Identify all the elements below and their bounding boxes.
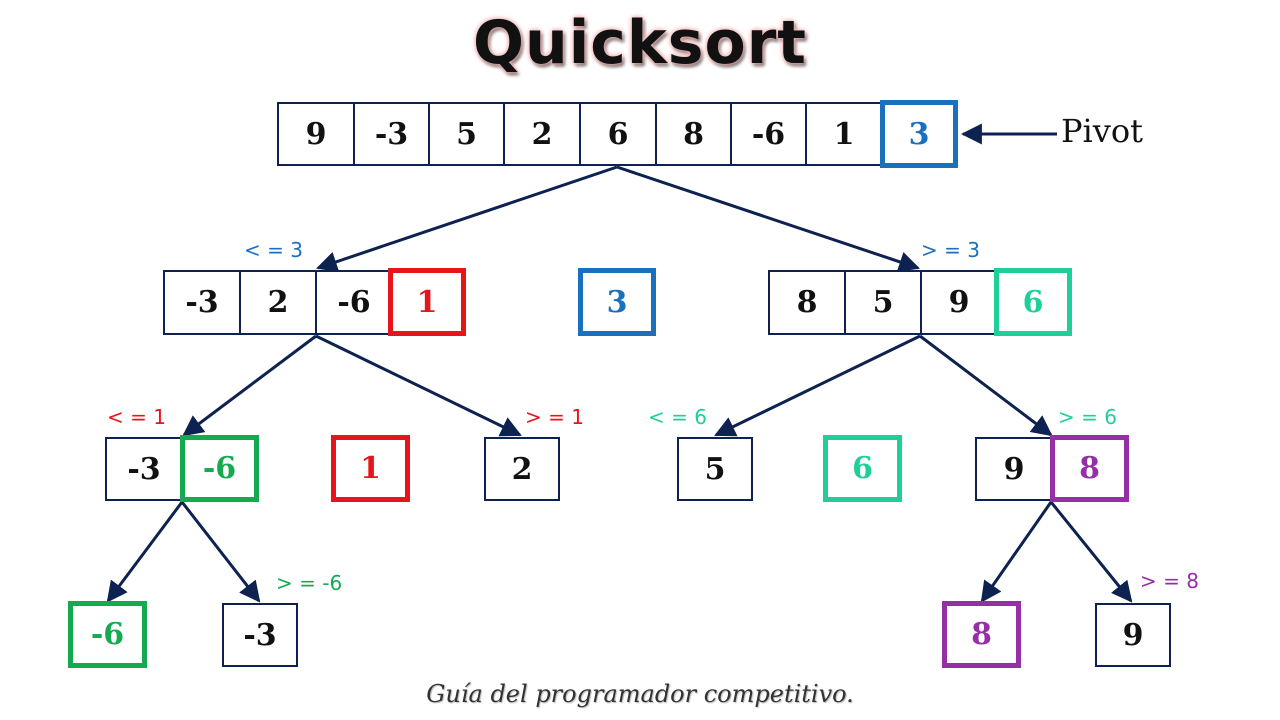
arrow-right-right (919, 334, 1053, 437)
l3-c-node-8: 8 (942, 601, 1021, 668)
root-cell-0: 9 (277, 102, 355, 166)
arrow-right-left (714, 334, 921, 437)
condition-ge-8: > = 8 (1140, 569, 1199, 593)
l1-left-cell-1: 2 (239, 270, 317, 335)
condition-le-1: < = 1 (107, 405, 166, 429)
l2-f-cell-0: 9 (975, 437, 1053, 501)
root-cell-4: 6 (579, 102, 657, 166)
condition-le-6: < = 6 (648, 405, 707, 429)
condition-ge-neg6: > = -6 (276, 571, 343, 595)
diagram-title: Quicksort (473, 8, 807, 78)
l1-right-cell-0: 8 (768, 270, 846, 335)
root-cell-7: 1 (805, 102, 883, 166)
root-cell-2: 5 (428, 102, 505, 166)
condition-ge-3: > = 3 (921, 238, 980, 262)
footer-credit: Guía del programador competitivo. (426, 680, 854, 708)
arrow-left-left (182, 334, 317, 437)
condition-le-3: < = 3 (244, 238, 303, 262)
root-pivot-cell: 3 (880, 100, 958, 168)
l1-right-cell-1: 5 (844, 270, 922, 335)
arrow-f-right (1049, 501, 1133, 603)
arrow-a-left (106, 501, 184, 603)
l2-d-node-5: 5 (677, 437, 753, 501)
l2-c-node-2: 2 (484, 437, 560, 501)
condition-ge-1: > = 1 (525, 405, 584, 429)
condition-ge-6: > = 6 (1058, 405, 1117, 429)
arrow-a-right (180, 501, 261, 603)
root-cell-1: -3 (353, 102, 430, 166)
l2-e-node-6: 6 (823, 435, 902, 502)
l2-a-pivot-cell: -6 (180, 435, 259, 502)
l1-left-cell-0: -3 (163, 270, 241, 335)
l1-right-pivot-cell: 6 (994, 268, 1072, 336)
arrow-left-right (315, 334, 522, 437)
l2-b-node-1: 1 (331, 435, 410, 502)
arrow-root-left (316, 165, 618, 272)
l1-left-pivot-cell: 1 (388, 268, 466, 336)
arrow-root-right (616, 165, 920, 272)
l1-left-cell-2: -6 (315, 270, 393, 335)
l3-d-node-9: 9 (1095, 603, 1171, 667)
l3-b-node-neg3: -3 (222, 603, 298, 667)
pivot-label: Pivot (1061, 112, 1143, 150)
root-cell-6: -6 (730, 102, 807, 166)
l3-a-node-neg6: -6 (68, 601, 147, 668)
root-cell-3: 2 (503, 102, 581, 166)
l1-pivot-3: 3 (578, 268, 656, 336)
l2-a-cell-0: -3 (105, 437, 183, 501)
l2-f-pivot-cell: 8 (1050, 435, 1129, 502)
root-cell-5: 8 (655, 102, 732, 166)
l1-right-cell-2: 9 (920, 270, 998, 335)
arrow-f-left (980, 501, 1053, 603)
